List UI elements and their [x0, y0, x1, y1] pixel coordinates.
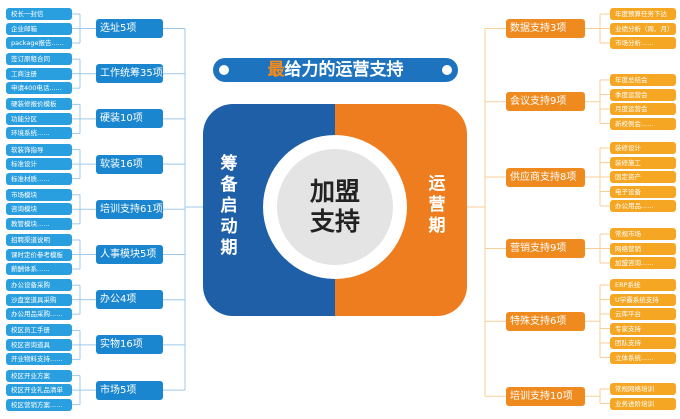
leaf-item: 年度总结会: [610, 74, 676, 86]
leaf-item: 企业邮箱: [6, 22, 72, 35]
leaf-item: 标准设计: [6, 158, 72, 171]
leaf-item: 固定资产: [610, 171, 676, 183]
leaf-item: 硬装修报价模板: [6, 98, 72, 111]
leaf-item: 办公用品采购......: [6, 308, 72, 321]
diagram-title: 最给力的运营支持: [213, 58, 458, 82]
leaf-item: 立体系统......: [610, 351, 676, 364]
title-highlight: 最: [267, 60, 285, 80]
category-node: 数据支持3项: [506, 19, 585, 38]
leaf-item: 咨询模块: [6, 203, 72, 216]
leaf-item: 功能分区: [6, 112, 72, 125]
leaf-item: 沙盘室道具采购: [6, 293, 72, 306]
leaf-item: 开业物料支持......: [6, 353, 72, 366]
category-node: 软装16项: [96, 154, 163, 174]
leaf-item: 校长一封信: [6, 8, 72, 20]
leaf-item: 专家支持: [610, 322, 676, 335]
leaf-item: 云库平台: [610, 308, 676, 320]
leaf-item: 教管模块......: [6, 217, 72, 230]
leaf-item: 校区员工手册: [6, 324, 72, 337]
leaf-item: 办公用品......: [610, 200, 676, 212]
leaf-item: 月度运营会: [610, 103, 676, 115]
leaf-item: 标准材质......: [6, 172, 72, 185]
leaf-item: 年度预算任务下达: [610, 8, 676, 20]
leaf-item: 校区营销方案......: [6, 398, 72, 411]
leaf-item: 装修设计: [610, 142, 676, 154]
leaf-item: 常规网络培训: [610, 383, 676, 395]
leaf-item: 业绩分析（周、月）: [610, 22, 676, 35]
leaf-item: 环境系统......: [6, 127, 72, 140]
leaf-item: 装修施工: [610, 156, 676, 169]
title-dot-right: [442, 65, 452, 75]
leaf-item: U学霸系统支持: [610, 293, 676, 306]
leaf-item: 新校例会......: [610, 117, 676, 130]
category-node: 实物16项: [96, 335, 163, 355]
leaf-item: 校区开业方案: [6, 369, 72, 382]
category-node: 营销支持9项: [506, 239, 585, 258]
category-node: 硬装10项: [96, 109, 163, 129]
leaf-item: 工商注册: [6, 67, 72, 80]
leaf-item: 加盟咨询......: [610, 257, 676, 269]
category-node: 工作统筹35项: [96, 64, 163, 84]
leaf-item: package报告......: [6, 37, 72, 49]
leaf-item: 签订原租合同: [6, 53, 72, 66]
category-node: 培训支持10项: [506, 386, 585, 406]
leaf-item: 团队支持: [610, 337, 676, 349]
category-node: 选址5项: [96, 19, 163, 38]
category-node: 会议支持9项: [506, 92, 585, 112]
category-node: 市场5项: [96, 380, 163, 400]
leaf-item: 校区开业礼品清单: [6, 384, 72, 397]
leaf-item: 软装饰指导: [6, 143, 72, 156]
leaf-item: 季度运营会: [610, 88, 676, 101]
leaf-item: 办公设备采购: [6, 279, 72, 292]
leaf-item: 课时定价参考模板: [6, 248, 72, 261]
leaf-item: 市场模块: [6, 188, 72, 201]
category-node: 人事模块5项: [96, 245, 163, 264]
category-node: 特殊支持6项: [506, 311, 585, 331]
preparation-phase-label: 筹备启动期: [220, 154, 238, 258]
leaf-item: 薪酬体系......: [6, 263, 72, 275]
title-dot-left: [219, 65, 229, 75]
leaf-item: 校区咨询道具: [6, 338, 72, 351]
center-circle: 加盟支持: [263, 135, 407, 279]
leaf-item: 网络营销: [610, 242, 676, 255]
operation-phase-label: 运营期: [428, 174, 446, 236]
leaf-item: 常规市场: [610, 228, 676, 240]
category-node: 培训支持61项: [96, 199, 163, 219]
leaf-item: 申请400电话......: [6, 82, 72, 95]
center-label: 加盟支持: [309, 177, 360, 236]
leaf-item: 业务进阶培训: [610, 397, 676, 410]
title-text: 给力的运营支持: [284, 60, 404, 80]
leaf-item: 电子设备: [610, 185, 676, 198]
leaf-item: ERP系统: [610, 279, 676, 291]
category-node: 办公4项: [96, 290, 163, 310]
leaf-item: 招聘渠道说明: [6, 234, 72, 246]
category-node: 供应商支持8项: [506, 167, 585, 187]
leaf-item: 市场分析......: [610, 37, 676, 49]
